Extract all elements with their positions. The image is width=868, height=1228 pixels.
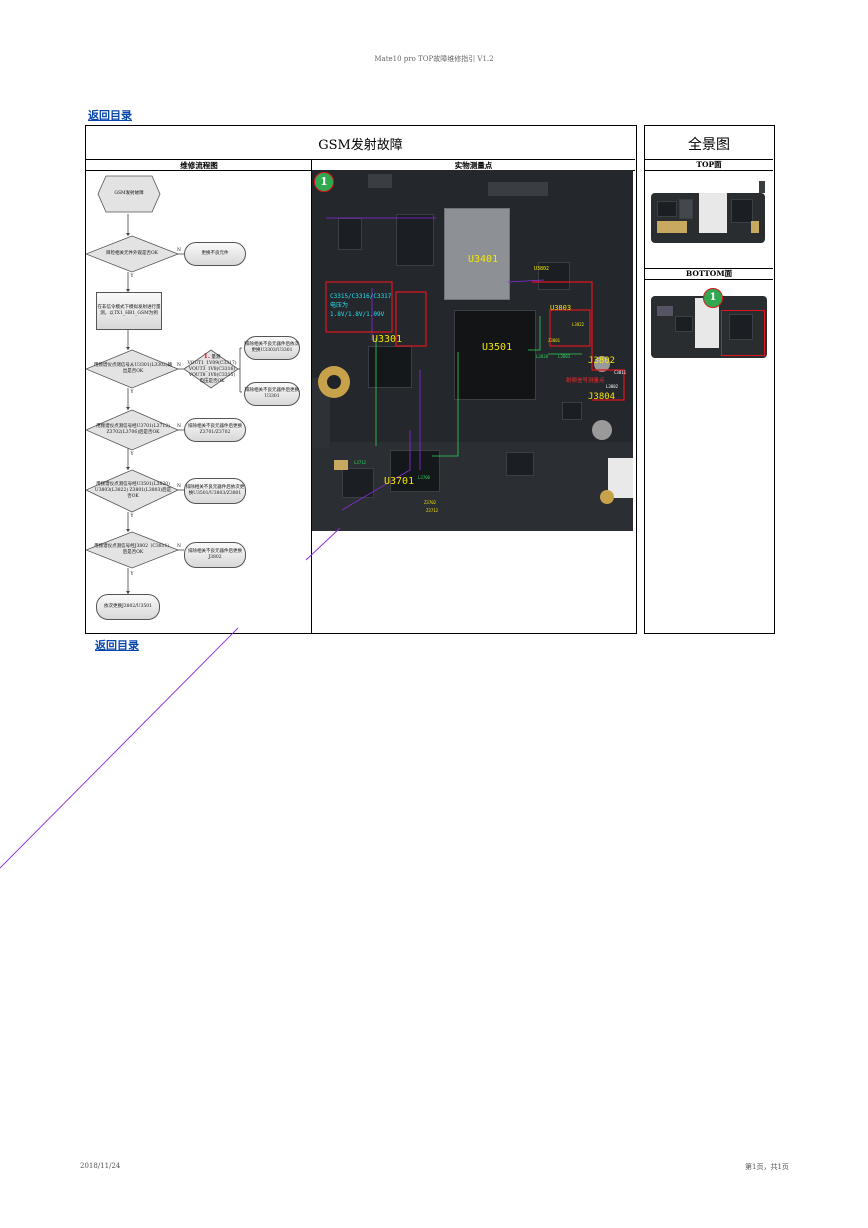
chip-u3401	[444, 208, 510, 300]
back-to-toc-link-top[interactable]: 返回目录	[88, 109, 132, 122]
label-z3702: Z3702	[424, 500, 437, 505]
flow-q3b-text: 量测 VOUT1_1V09(C3317) VOUT3_1V8(C3316) VO…	[187, 354, 237, 384]
label-red-note: 射频信号测量点	[566, 378, 605, 384]
flow-q1-yes: Y	[130, 274, 134, 279]
label-z3801: Z3801	[548, 338, 561, 343]
flow-q3-no: N	[177, 363, 181, 368]
label-u3401: U3401	[468, 254, 499, 265]
label-j3804: J3804	[588, 392, 616, 402]
label-l3803: L3803	[558, 354, 571, 359]
bottom-badge: 1	[703, 288, 723, 308]
measurement-board-image: 1 U3401 U3301 U3501 U3701 U3802 U3803 J3…	[312, 170, 633, 531]
flow-start: GSM发射故障	[114, 191, 144, 196]
footer-date: 2018/11/24	[80, 1162, 121, 1170]
overview-title: 全景图	[688, 137, 730, 153]
flow-q3: 用频谱仪点测信号从U3301(L3302)输出是否OK	[93, 363, 173, 374]
flow-a3b: 排除相关不良元器件后更换U3301	[244, 382, 300, 406]
flow-q1-no: N	[177, 248, 181, 253]
flow-q3b-num: 1.	[203, 352, 210, 360]
label-u3803: U3803	[550, 304, 572, 312]
label-l3802: L3802	[606, 384, 619, 389]
chip-u3501	[454, 310, 536, 400]
label-j3802: J3802	[588, 356, 616, 366]
flow-q4-no: N	[177, 424, 181, 429]
chip-u3701	[390, 450, 440, 492]
top-label: TOP面	[645, 159, 773, 171]
overview-table: 全景图 TOP面 BOTTOM面 1	[644, 125, 775, 634]
chip-u3301	[368, 346, 412, 388]
label-u3301: U3301	[372, 334, 403, 345]
label-l3822: L3822	[572, 322, 585, 327]
col-flow-header: 维修流程图	[180, 161, 218, 170]
flow-a1: 更换不良元件	[184, 242, 246, 266]
table-title: GSM发射故障	[318, 138, 403, 153]
back-to-toc-link-bottom[interactable]: 返回目录	[95, 639, 139, 652]
label-l3706: L3706	[418, 475, 431, 480]
flow-q3-yes: Y	[130, 390, 134, 395]
bottom-focus-box	[721, 310, 765, 356]
flow-q4: 用频谱仪点测信号经U3701(L3712) Z3702(L3706)后是否OK	[96, 424, 170, 435]
flow-q6-no: N	[177, 544, 181, 549]
label-u3701: U3701	[384, 476, 415, 487]
footer-page: 第1页，共1页	[745, 1163, 789, 1171]
flowchart-connectors	[86, 175, 242, 594]
bottom-board-image: 1	[651, 286, 767, 366]
label-caps-voltage: C3315/C3316/C3317电压为1.8V/1.8V/1.09V	[330, 293, 392, 318]
flow-q6-yes: Y	[130, 572, 134, 577]
flow-a4: 排除相关不良元器件后更换Z3701/Z3702	[184, 418, 246, 442]
label-c3811: C3811	[614, 370, 627, 375]
flowchart: GSM发射故障 目检相关元件外观是否OK N 更换不良元件 Y 在非信令模式下模…	[86, 170, 311, 632]
board-badge: 1	[314, 172, 334, 192]
flow-q4-yes: Y	[130, 452, 134, 457]
flow-a5: 排除相关不良元器件后依次更换U3501/U3803/Z3801	[184, 478, 246, 504]
flow-step2: 在非信令模式下模拟发射进行量测，以TX1_HB1_GSM为例	[96, 292, 162, 330]
column-divider	[311, 159, 312, 633]
board-overlay-lines	[325, 217, 625, 511]
flow-q6: 用频谱仪点测信号经J3802（C3811）后是否OK	[94, 544, 172, 555]
flow-q5-yes: Y	[130, 514, 134, 519]
flow-q1: 目检相关元件外观是否OK	[105, 251, 159, 256]
col-points-header: 实物测量点	[454, 161, 493, 170]
label-l3820: L3820	[536, 354, 549, 359]
page-header: Mate10 pro TOP故障维修指引 V1.2	[374, 55, 494, 63]
top-board-image	[651, 181, 765, 253]
flow-a3a: 排除相关不良元器件后依次更换U3303/U3301	[244, 336, 300, 360]
flow-q5-no: N	[177, 484, 181, 489]
flow-q3b: 1. 量测 VOUT1_1V09(C3317) VOUT3_1V8(C3316)…	[187, 352, 237, 384]
flow-end: 依次更换J3802/U3501	[96, 594, 160, 620]
flow-a6: 排除相关不良元器件后更换J3802	[184, 542, 246, 568]
label-u3802: U3802	[534, 266, 550, 272]
label-u3501: U3501	[482, 342, 513, 353]
bottom-label: BOTTOM面	[645, 268, 773, 280]
label-l3712: L3712	[354, 460, 367, 465]
label-z3712: Z3712	[426, 508, 439, 513]
flow-q5: 用频谱仪点测信号经U3501(L3820) U3803(L3822) Z3801…	[94, 482, 172, 499]
